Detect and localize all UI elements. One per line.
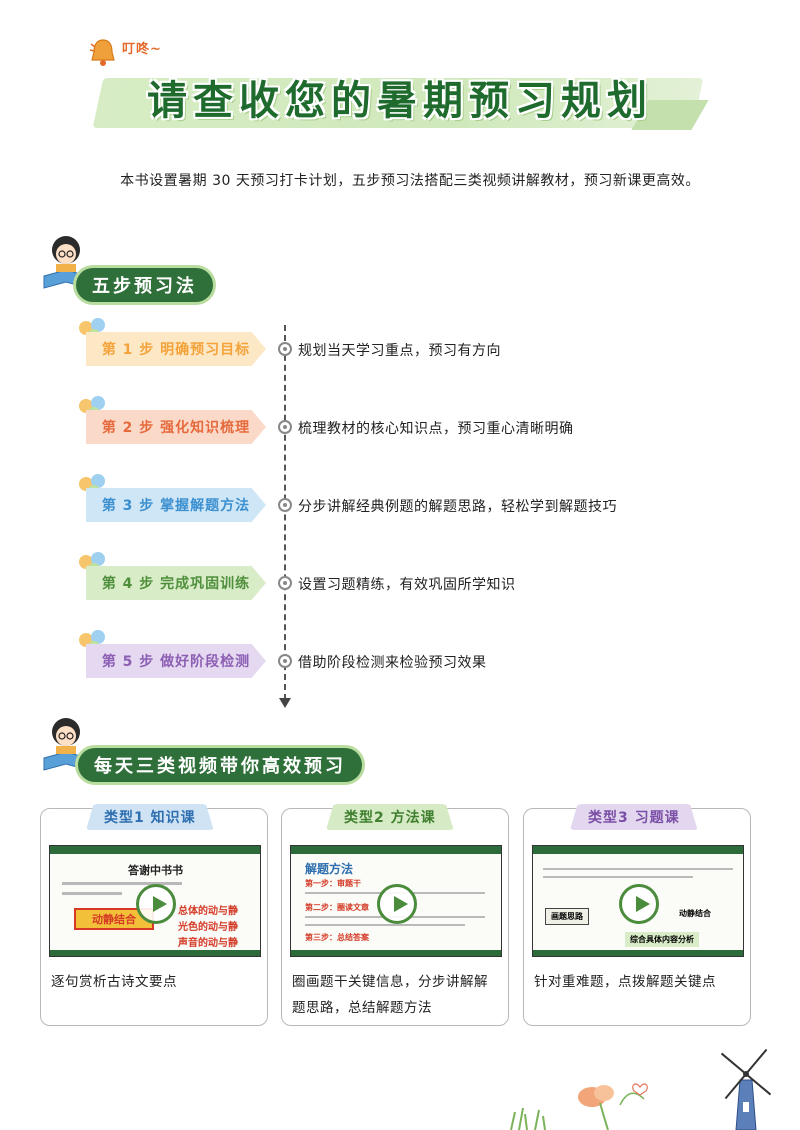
thumb-point: 第二步：圈读文章 [305, 903, 369, 912]
thumb-header-bar [291, 846, 501, 854]
video-thumbnail[interactable]: 画题思路 动静结合 综合具体内容分析 [532, 845, 744, 957]
step-5-tag: 第 5 步 做好阶段检测 [86, 644, 266, 678]
step-4-desc: 设置习题精练，有效巩固所学知识 [298, 577, 516, 593]
step-3-dot [278, 498, 292, 512]
thumb-box: 动静结合 [679, 909, 711, 918]
thumb-text-line [62, 882, 182, 885]
step-5-dot [278, 654, 292, 668]
video-card-method[interactable]: 解题方法 第一步：审题干 第二步：圈读文章 第三步：总结答案 圈画题干关键信息，… [281, 808, 509, 1026]
timeline-line [284, 325, 286, 700]
video-card-desc: 圈画题干关键信息，分步讲解解题思路，总结解题方法 [292, 974, 488, 1016]
thumb-text-line [543, 876, 693, 878]
play-icon[interactable] [619, 884, 659, 924]
step-1-dot [278, 342, 292, 356]
play-icon[interactable] [377, 884, 417, 924]
bell-icon [89, 39, 115, 66]
step-3-tag: 第 3 步 掌握解题方法 [86, 488, 266, 522]
page-title: 请查收您的暑期预习规划 [147, 78, 653, 124]
video-type-tag: 类型1 知识课 [86, 804, 214, 830]
thumb-point: 声音的动与静 [178, 938, 238, 949]
step-3-desc: 分步讲解经典例题的解题思路，轻松学到解题技巧 [298, 499, 617, 515]
thumb-point: 第三步：总结答案 [305, 933, 369, 942]
grass-icon [510, 1107, 546, 1130]
thumb-point: 第一步：审题干 [305, 879, 361, 888]
flower-icon [578, 1083, 648, 1130]
thumb-header-bar [50, 846, 260, 854]
step-1-desc: 规划当天学习重点，预习有方向 [298, 343, 501, 359]
video-type-tag: 类型2 方法课 [326, 804, 454, 830]
step-2-desc: 梳理教材的核心知识点，预习重心清晰明确 [298, 421, 574, 437]
step-2-tag: 第 2 步 强化知识梳理 [86, 410, 266, 444]
thumb-box: 综合具体内容分析 [625, 932, 699, 947]
step-4-tag: 第 4 步 完成巩固训练 [86, 566, 266, 600]
thumb-title: 答谢中书书 [128, 864, 183, 877]
step-2-dot [278, 420, 292, 434]
thumb-banner: 动静结合 [74, 908, 154, 930]
thumb-text-line [543, 868, 733, 870]
section-heading-videos: 每天三类视频带你高效预习 [78, 748, 362, 782]
chime-text: 叮咚~ [122, 42, 162, 57]
video-card-exercise[interactable]: 画题思路 动静结合 综合具体内容分析 针对重难题，点拨解题关键点 [523, 808, 751, 1026]
girl-reading-icon [43, 236, 89, 289]
thumb-footer-bar [50, 950, 260, 956]
thumb-title: 解题方法 [305, 862, 354, 876]
step-5-desc: 借助阶段检测来检验预习效果 [298, 655, 487, 671]
section-heading-five-steps: 五步预习法 [76, 268, 213, 302]
video-thumbnail[interactable]: 解题方法 第一步：审题干 第二步：圈读文章 第三步：总结答案 [290, 845, 502, 957]
timeline-arrow-icon [279, 698, 291, 708]
thumb-point: 总体的动与静 [178, 906, 238, 917]
girl-reading-icon [43, 718, 89, 771]
step-4-dot [278, 576, 292, 590]
video-card-knowledge[interactable]: 答谢中书书 动静结合 总体的动与静 光色的动与静 声音的动与静 逐句赏析古诗文要… [40, 808, 268, 1026]
thumb-header-bar [533, 846, 743, 854]
video-card-desc: 逐句赏析古诗文要点 [51, 974, 177, 990]
video-type-tag: 类型3 习题课 [570, 804, 698, 830]
thumb-text-line [62, 892, 122, 895]
thumb-footer-bar [533, 950, 743, 956]
video-card-desc: 针对重难题，点拨解题关键点 [534, 974, 716, 990]
play-icon[interactable] [136, 884, 176, 924]
thumb-box: 画题思路 [545, 908, 589, 925]
intro-text: 本书设置暑期 30 天预习打卡计划，五步预习法搭配三类视频讲解教材，预习新课更高… [120, 173, 700, 189]
step-1-tag: 第 1 步 明确预习目标 [86, 332, 266, 366]
thumb-text-line [305, 924, 465, 926]
windmill-icon [720, 1048, 772, 1130]
thumb-point: 光色的动与静 [178, 922, 238, 933]
video-thumbnail[interactable]: 答谢中书书 动静结合 总体的动与静 光色的动与静 声音的动与静 [49, 845, 261, 957]
thumb-footer-bar [291, 950, 501, 956]
